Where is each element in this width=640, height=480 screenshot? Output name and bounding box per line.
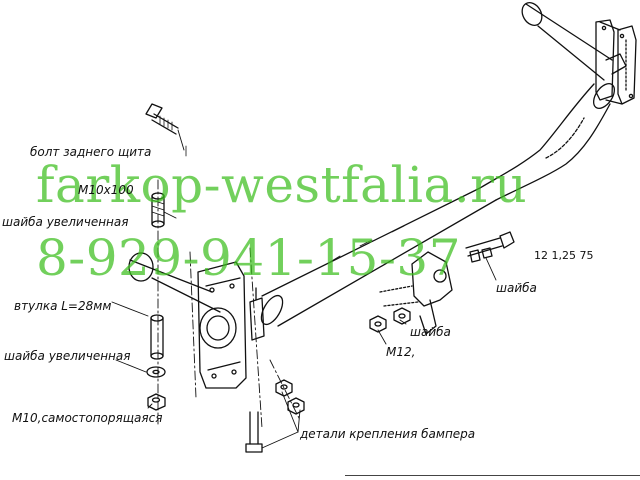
label-bolt-size: M10x100 [78, 183, 134, 197]
hitch-bracket [379, 251, 453, 335]
bumper-bolt [245, 411, 263, 453]
label-specs: 12 1,25 75 [534, 249, 594, 262]
watermark-site: farkop-westfalia.ru [36, 156, 528, 214]
watermark-phone: 8-929-941-15-37 [36, 229, 462, 287]
label-washer-right-top: шайба [496, 281, 537, 295]
self-locking-nut [147, 393, 166, 411]
leader-lines [111, 129, 497, 449]
label-bolt-shield: болт заднего щита [30, 145, 152, 159]
curved-arm [479, 82, 616, 201]
left-end-tube [128, 252, 221, 313]
left-mounting-plate [197, 261, 265, 389]
bolt-top [145, 103, 179, 135]
label-nut-self-locking: M10,самостопорящаяся [12, 411, 163, 425]
washer-large-lower [146, 366, 166, 378]
label-washer-large-top: шайба увеличенная [2, 215, 129, 229]
label-washer-large-bottom: шайба увеличенная [4, 349, 131, 363]
label-bumper-parts: детали крепления бампера [300, 427, 476, 441]
bushing-part [150, 314, 164, 360]
right-side-bracket [595, 19, 637, 105]
assembly-centrelines [157, 179, 301, 429]
main-cross-tube [260, 187, 497, 327]
bottom-rule-line [345, 475, 640, 476]
label-bolt-m12: M12, [386, 345, 416, 359]
washer-top [151, 192, 165, 228]
label-washer-right-mid: шайба [410, 325, 451, 339]
crossbar-tube-upper [521, 2, 627, 81]
m12-bolt-group [369, 231, 515, 333]
bumper-nuts [275, 379, 305, 415]
label-bushing: втулка L=28мм [14, 299, 112, 313]
